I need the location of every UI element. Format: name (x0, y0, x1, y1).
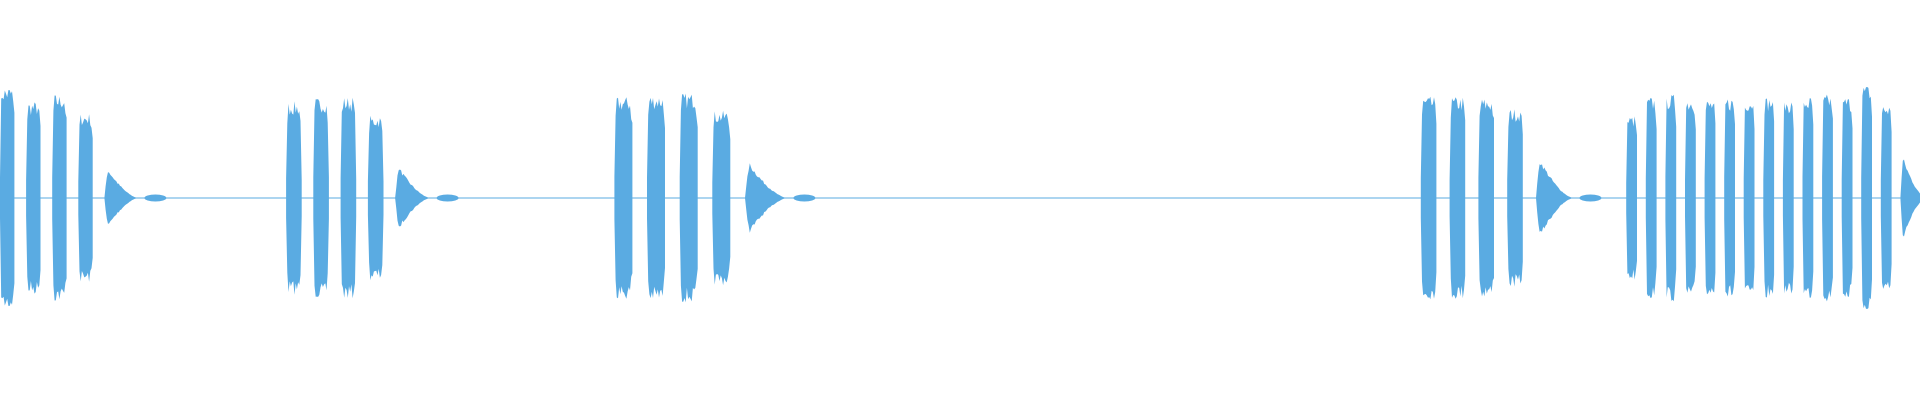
waveform-pulse (1743, 106, 1755, 290)
waveform-pulse (1861, 87, 1872, 309)
waveform-pulse (1880, 107, 1892, 289)
waveform-pulse (395, 169, 430, 227)
waveform-pulse (1841, 99, 1853, 297)
waveform-pulse (1626, 116, 1637, 280)
waveform-pulse (1536, 164, 1574, 232)
waveform-pulse (1449, 97, 1466, 299)
waveform-pulse (647, 97, 665, 299)
waveform-pulse (313, 99, 329, 297)
waveform-pulse (1645, 97, 1657, 299)
waveform-pulse (1763, 98, 1775, 298)
waveform-pulse (1782, 102, 1794, 294)
waveform-pulse (52, 95, 67, 301)
waveform-burst (1626, 87, 1920, 309)
waveform-pulse (367, 115, 384, 281)
waveform-burst (614, 93, 816, 303)
waveform-pulse (0, 90, 15, 306)
waveform-burst (1420, 96, 1602, 300)
waveform-pulse (1802, 98, 1814, 298)
waveform-pulse (1507, 109, 1523, 287)
waveform-pulse (286, 101, 302, 295)
waveform-ripple (793, 194, 816, 202)
waveform-pulse (1665, 94, 1677, 302)
waveform-pulse (745, 163, 787, 233)
waveform-pulse (340, 97, 357, 299)
waveform-pulse (1822, 94, 1833, 302)
waveform-pulse (1478, 99, 1494, 297)
waveform-pulse (26, 102, 41, 294)
waveform-pulse (712, 110, 731, 286)
waveform-pulse (1900, 159, 1920, 237)
waveform-burst (286, 97, 459, 299)
waveform-ripple (144, 194, 167, 202)
waveform-pulse (1704, 101, 1716, 295)
waveform-ripple (436, 194, 459, 202)
waveform-pulse (78, 114, 93, 282)
waveform-pulse (104, 172, 138, 224)
waveform-ripple (1579, 194, 1602, 202)
waveform-pulse (1724, 99, 1735, 297)
waveform-pulse (614, 97, 633, 299)
waveform-burst (0, 90, 167, 306)
waveform-pulse (1420, 96, 1437, 300)
waveform-pulse (679, 93, 698, 303)
waveform-pulse (1685, 103, 1696, 293)
